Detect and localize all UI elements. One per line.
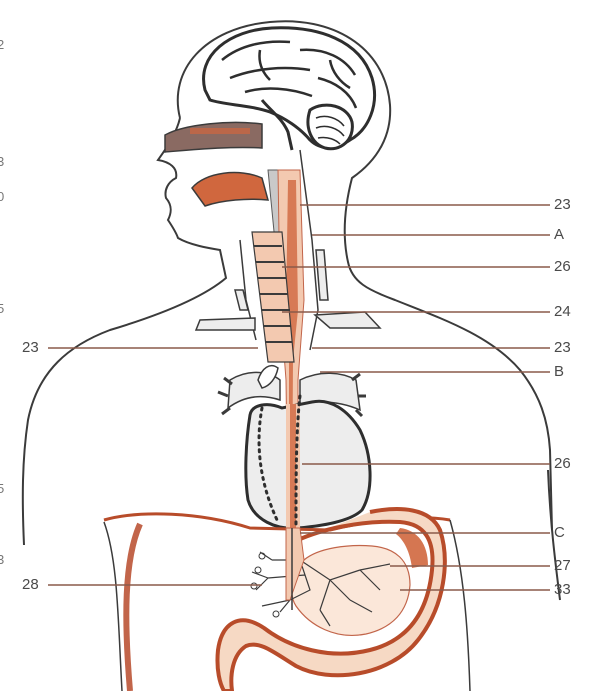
nasal-cavity-highlight bbox=[190, 128, 250, 134]
stomach bbox=[217, 509, 444, 691]
abdominal-wall-right bbox=[450, 520, 470, 691]
edge-mark-5: 5 bbox=[0, 482, 4, 496]
edge-mark-2: 3 bbox=[0, 155, 4, 169]
label-a: A bbox=[554, 227, 564, 243]
ganglion-4 bbox=[273, 611, 279, 617]
right-subclavian bbox=[315, 312, 380, 328]
label-33: 33 bbox=[554, 582, 571, 598]
abdominal-wall-left bbox=[126, 524, 140, 691]
ganglion-1 bbox=[255, 567, 261, 573]
label-26-lower: 26 bbox=[554, 456, 571, 472]
label-23-left: 23 bbox=[22, 340, 39, 356]
label-27: 27 bbox=[554, 558, 571, 574]
label-26-upper: 26 bbox=[554, 259, 571, 275]
label-23-right: 23 bbox=[554, 340, 571, 356]
edge-mark-6: 3 bbox=[0, 553, 4, 567]
left-subclavian bbox=[196, 318, 255, 330]
nasal-cavity bbox=[165, 122, 262, 152]
face-profile bbox=[23, 118, 226, 545]
label-24: 24 bbox=[554, 304, 571, 320]
edge-mark-1: 2 bbox=[0, 38, 4, 52]
edge-mark-3: 0 bbox=[0, 190, 4, 204]
label-23-upper: 23 bbox=[554, 197, 571, 213]
abdominal-wall-left-inner bbox=[104, 522, 122, 691]
ganglion-2 bbox=[251, 583, 257, 589]
label-28: 28 bbox=[22, 577, 39, 593]
heart bbox=[246, 396, 370, 528]
label-b: B bbox=[554, 364, 564, 380]
tongue bbox=[192, 173, 268, 206]
right-carotid bbox=[316, 250, 328, 300]
edge-mark-4: 5 bbox=[0, 302, 4, 316]
label-c: C bbox=[554, 525, 565, 541]
